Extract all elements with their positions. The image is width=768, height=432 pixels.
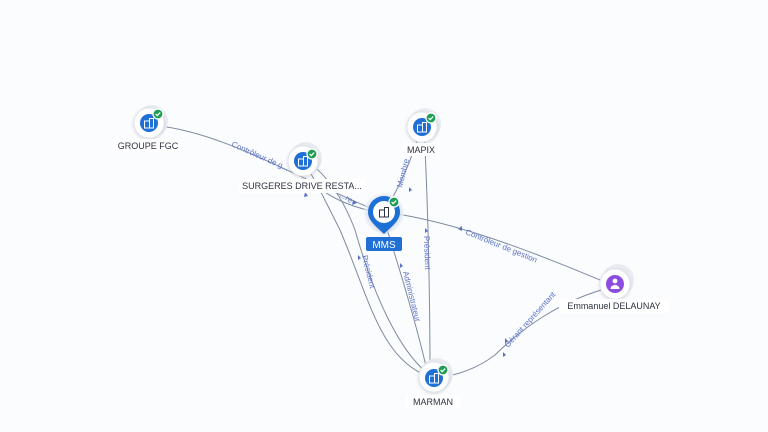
edge-fgc-mms[interactable] <box>159 125 381 213</box>
node-emmanuel[interactable]: Emmanuel DELAUNAY <box>559 264 669 313</box>
edge-marman-surgeres[interactable] <box>302 161 433 379</box>
edges <box>159 125 613 379</box>
node-marman[interactable]: MARMAN <box>406 358 460 408</box>
node-mms[interactable]: MMS <box>364 193 404 251</box>
check-badge-icon <box>425 112 437 124</box>
building-icon <box>379 207 389 218</box>
building-icon <box>144 118 154 129</box>
node-label-bg <box>402 143 440 156</box>
node-label-mms: MMS <box>372 240 396 251</box>
node-label-bg <box>559 299 669 313</box>
arrow-marker <box>503 352 506 357</box>
node-label-bg <box>114 139 182 152</box>
arrow-marker <box>358 255 361 260</box>
edge-label-marman-surgeres: Président <box>360 254 377 290</box>
node-surgeres[interactable]: SURGERES DRIVE RESTA... <box>239 142 366 193</box>
edge-label-emmanuel-mms: Contrôleur de gestion <box>464 228 538 265</box>
person-icon <box>610 278 620 289</box>
arrow-marker <box>352 200 357 205</box>
node-label-bg <box>406 395 460 408</box>
edge-arrows <box>304 187 508 357</box>
arrow-marker <box>458 226 462 231</box>
arrow-marker <box>400 263 403 268</box>
edge-marman-mapix[interactable] <box>423 129 431 376</box>
arrow-marker <box>409 187 412 192</box>
node-label-bg <box>366 237 402 251</box>
node-label-groupe-fgc: GROUPE FGC <box>118 141 179 151</box>
arrow-marker <box>425 228 428 233</box>
node-label-surgeres: SURGERES DRIVE RESTA... <box>242 181 362 191</box>
building-icon <box>417 122 427 133</box>
node-label-emmanuel: Emmanuel DELAUNAY <box>567 301 660 311</box>
check-badge-icon <box>388 196 400 208</box>
edge-label-emmanuel-marman-text: Gérant représentant <box>503 290 558 350</box>
node-label-mapix: MAPIX <box>407 145 435 155</box>
node-mapix[interactable]: MAPIX <box>402 108 441 156</box>
check-badge-icon <box>306 148 318 160</box>
building-icon <box>429 373 439 384</box>
node-label-marman: MARMAN <box>413 397 453 407</box>
arrow-marker <box>505 338 508 343</box>
edge-label-marman-mms: Administrateur <box>401 270 422 323</box>
node-groupe-fgc[interactable]: GROUPE FGC <box>114 105 182 152</box>
node-emmanuel-disc <box>606 275 624 293</box>
building-icon <box>298 156 308 167</box>
edge-marman-surgeres-2[interactable] <box>305 159 427 373</box>
edge-label-emmanuel-marman: Gérant représentant <box>503 290 558 350</box>
node-label-bg <box>239 179 366 193</box>
edge-emmanuel-mms[interactable] <box>383 211 613 286</box>
arrow-marker <box>304 192 308 197</box>
check-badge-icon <box>152 108 164 120</box>
edge-label-mapix-mms: Membre <box>395 157 411 188</box>
edge-label-fgc-mms: Contrôleur de g... <box>230 140 290 173</box>
check-badge-icon <box>437 364 449 376</box>
edge-label-marman-mapix: Président <box>422 236 432 271</box>
